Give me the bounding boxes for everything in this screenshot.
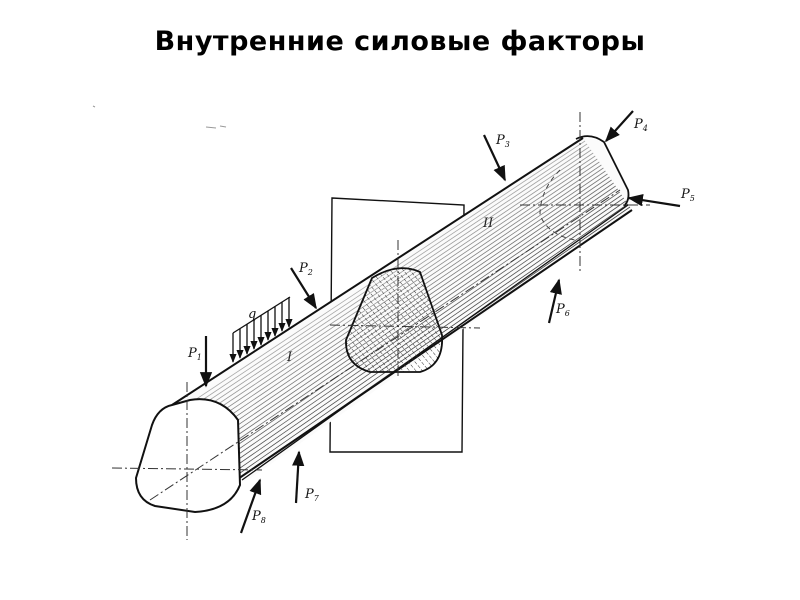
force-p4-arrow [604,110,634,143]
force-p1-label: P1 [187,346,202,362]
force-p8-arrow [239,478,262,534]
force-arrows [199,110,681,534]
force-p7-arrow [292,450,305,504]
middle-cross-section [345,267,443,373]
force-p5-arrow [627,194,681,208]
part-ii-label: II [482,216,494,231]
force-p2-arrow [290,267,317,310]
scan-marks [92,105,227,129]
beam-left-end [134,398,242,514]
force-p4-label: P4 [633,117,648,133]
slide-title: Внутренние силовые факторы [154,26,646,57]
force-p6-arrow [547,278,562,324]
part-i-label: I [286,350,293,365]
beam-right-end [575,135,630,207]
force-p2-label: P2 [298,261,313,277]
force-p8-label: P8 [251,509,266,525]
load-q-label: q [248,307,256,322]
force-p5-label: P5 [680,187,695,203]
force-p6-label: P6 [555,302,570,318]
force-p3-label: P3 [495,133,510,149]
distributed-load [229,296,293,363]
force-p7-label: P7 [304,487,320,503]
force-p3-arrow [483,134,506,182]
